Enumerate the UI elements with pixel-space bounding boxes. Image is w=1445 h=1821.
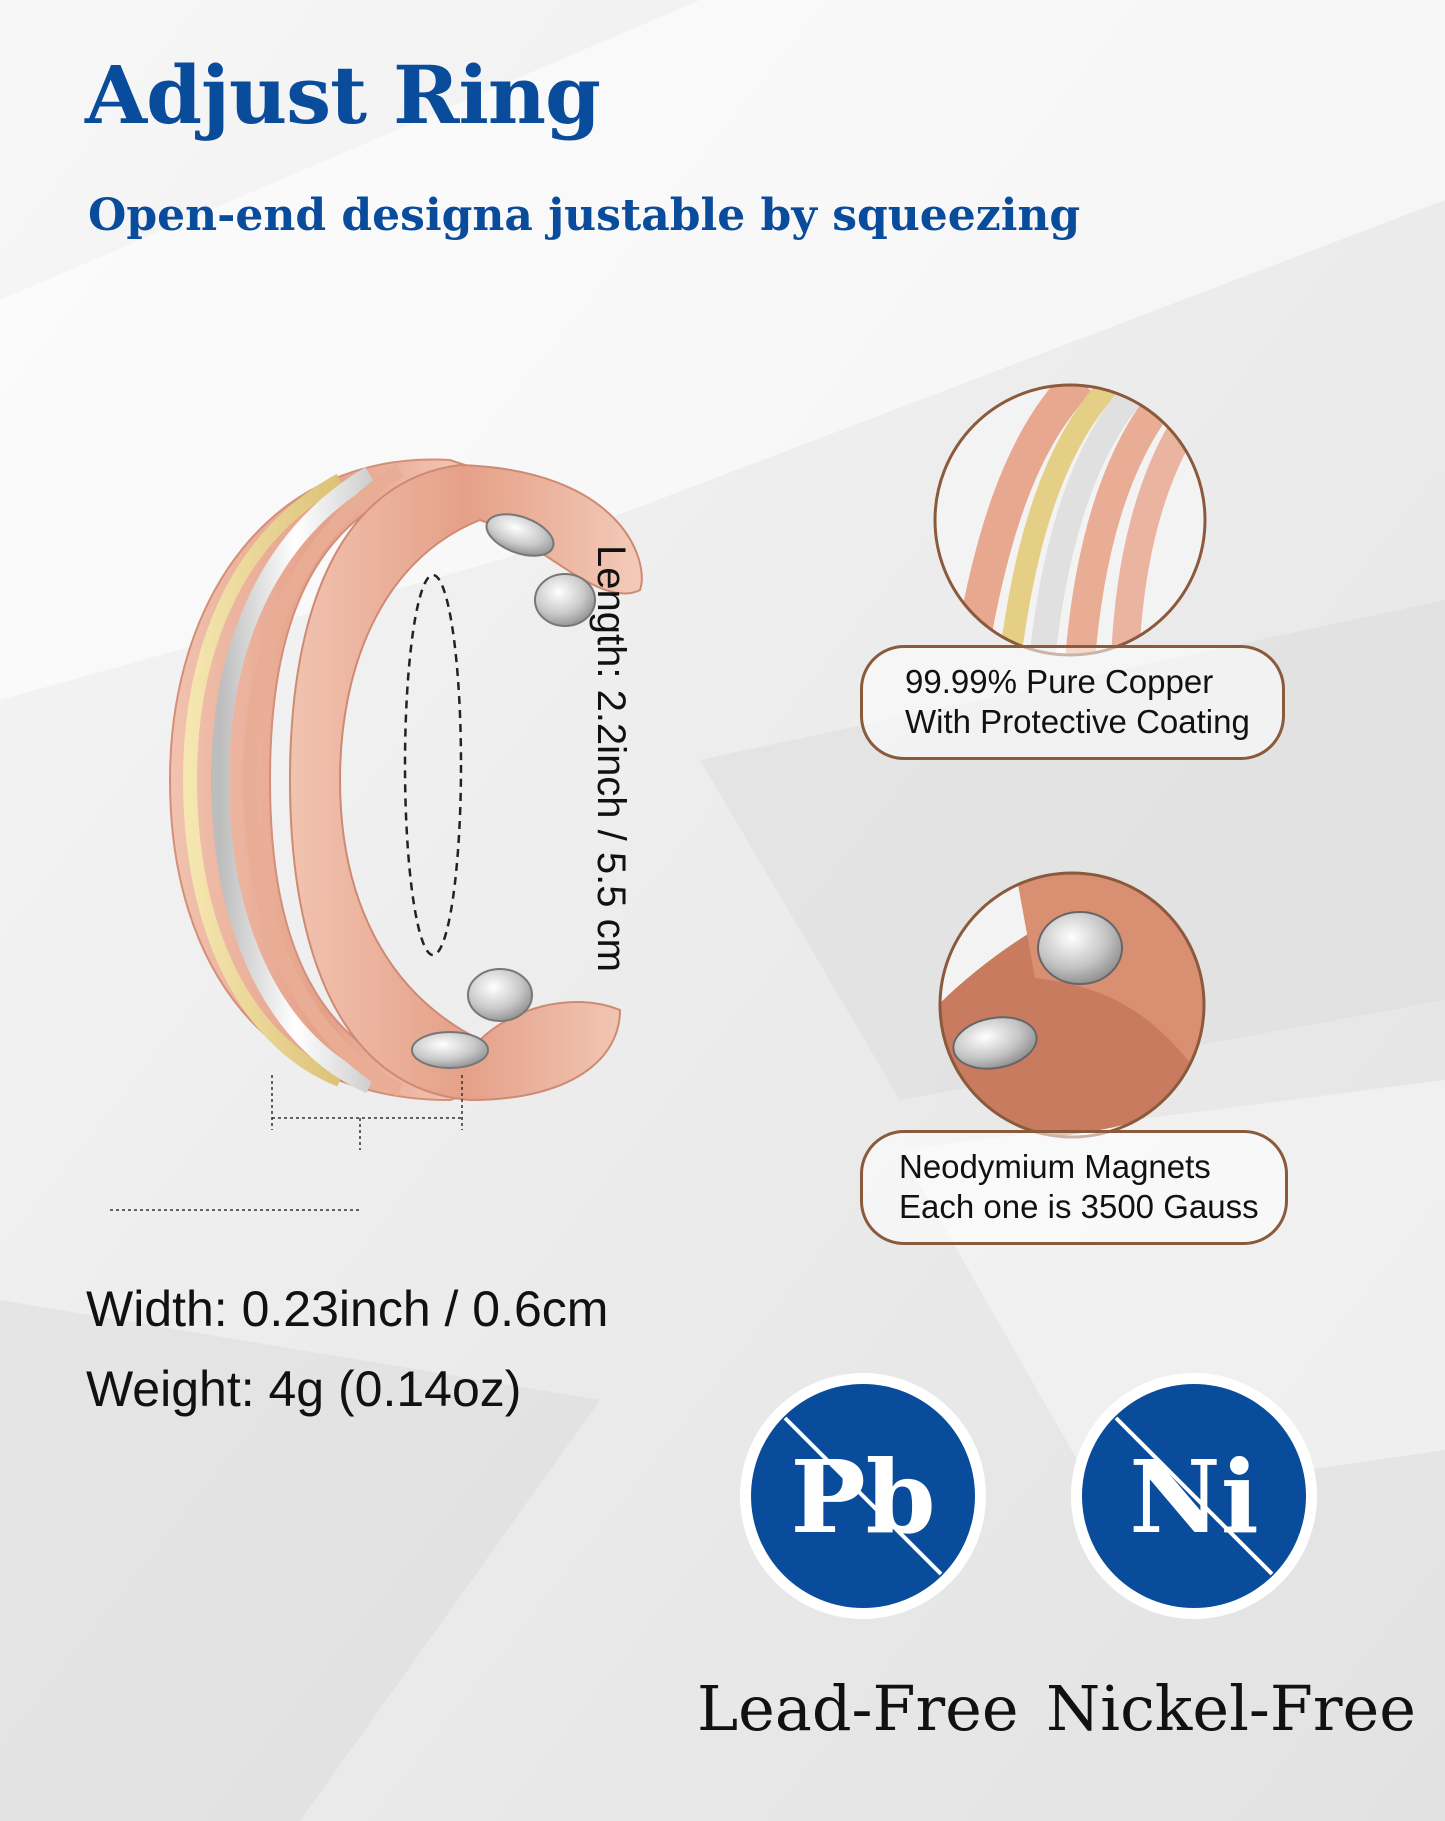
length-label: Length: 2.2inch / 5.5 cm (589, 545, 633, 972)
lead-free-label: Lead-Free (697, 1672, 1019, 1745)
lead-free-badge: Pb (740, 1373, 986, 1619)
nickel-free-badge: Ni (1071, 1373, 1317, 1619)
magnet-callout: Neodymium Magnets Each one is 3500 Gauss (860, 1130, 1288, 1245)
width-leader-line (110, 1209, 362, 1211)
width-spec: Width: 0.23inch / 0.6cm (86, 1281, 609, 1337)
magnet-detail-circle (938, 871, 1206, 1139)
magnet-callout-line1: Neodymium Magnets (899, 1148, 1211, 1185)
page-title: Adjust Ring (85, 48, 601, 142)
copper-detail-circle (933, 383, 1207, 657)
nickel-free-label: Nickel-Free (1046, 1672, 1416, 1745)
weight-spec: Weight: 4g (0.14oz) (86, 1361, 522, 1417)
page-subtitle: Open-end designa justable by squeezing (88, 190, 1081, 241)
ring-illustration (168, 458, 643, 1150)
copper-callout-line2: With Protective Coating (905, 703, 1250, 740)
copper-callout: 99.99% Pure Copper With Protective Coati… (860, 645, 1285, 760)
magnet-callout-line2: Each one is 3500 Gauss (899, 1188, 1259, 1225)
copper-callout-line1: 99.99% Pure Copper (905, 663, 1214, 700)
